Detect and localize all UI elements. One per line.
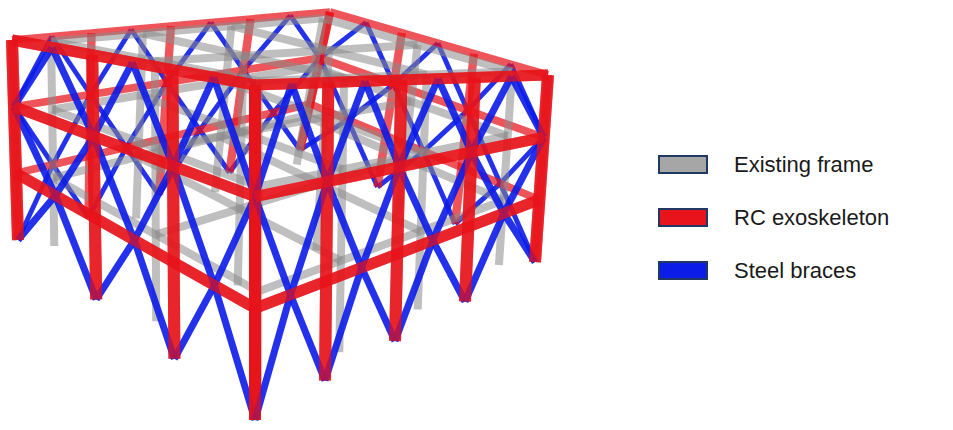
existing-beam	[323, 18, 512, 71]
exoskeleton-beam	[12, 40, 255, 85]
steel-brace	[174, 285, 214, 358]
steel-brace	[214, 197, 255, 286]
steel-brace	[173, 77, 214, 166]
exoskeleton-column	[249, 85, 261, 420]
legend-swatch	[658, 261, 708, 280]
legend-row: Steel braces	[658, 244, 889, 297]
exoskeleton-beam	[255, 137, 544, 196]
exoskeleton-column	[395, 80, 402, 341]
exoskeleton-beam	[16, 173, 255, 308]
exoskeleton-beam	[16, 173, 255, 308]
exoskeleton-column	[325, 83, 328, 381]
exoskeleton-column	[172, 70, 174, 359]
exoskeleton-column	[249, 85, 261, 420]
building-illustration	[0, 0, 650, 430]
exoskeleton-column	[12, 40, 18, 240]
legend-swatch	[658, 155, 708, 174]
exoskeleton-column	[465, 78, 475, 302]
existing-column	[51, 41, 54, 246]
exoskeleton-column	[172, 70, 174, 359]
exoskeleton-beam	[14, 107, 255, 197]
exoskeleton-column	[92, 55, 96, 300]
exoskeleton-column	[92, 55, 96, 300]
legend-label: Existing frame	[734, 152, 873, 178]
exoskeleton-column	[249, 85, 261, 420]
exoskeleton-column	[535, 75, 548, 262]
legend: Existing frame RC exoskeletonSteel braces	[658, 138, 889, 297]
legend-swatch	[658, 208, 708, 227]
exoskeleton-beam	[255, 200, 539, 309]
exoskeleton-column	[535, 75, 548, 262]
exoskeleton-column	[535, 75, 548, 262]
exoskeleton-beam	[255, 75, 548, 85]
exoskeleton-column	[465, 78, 475, 302]
legend-label: RC exoskeleton	[734, 205, 889, 231]
exoskeleton-beam	[12, 40, 255, 85]
exoskeleton-column	[325, 83, 328, 381]
exoskeleton-column	[12, 40, 18, 240]
exoskeleton-beam	[14, 107, 255, 197]
exoskeleton-beam	[330, 12, 548, 75]
legend-row: Existing frame	[658, 138, 889, 191]
existing-beam	[231, 26, 426, 75]
legend-row: RC exoskeleton	[658, 191, 889, 244]
exoskeleton-column	[12, 40, 18, 240]
exoskeleton-column	[395, 80, 402, 341]
exoskeleton-column	[249, 85, 261, 420]
legend-label: Steel braces	[734, 258, 856, 284]
